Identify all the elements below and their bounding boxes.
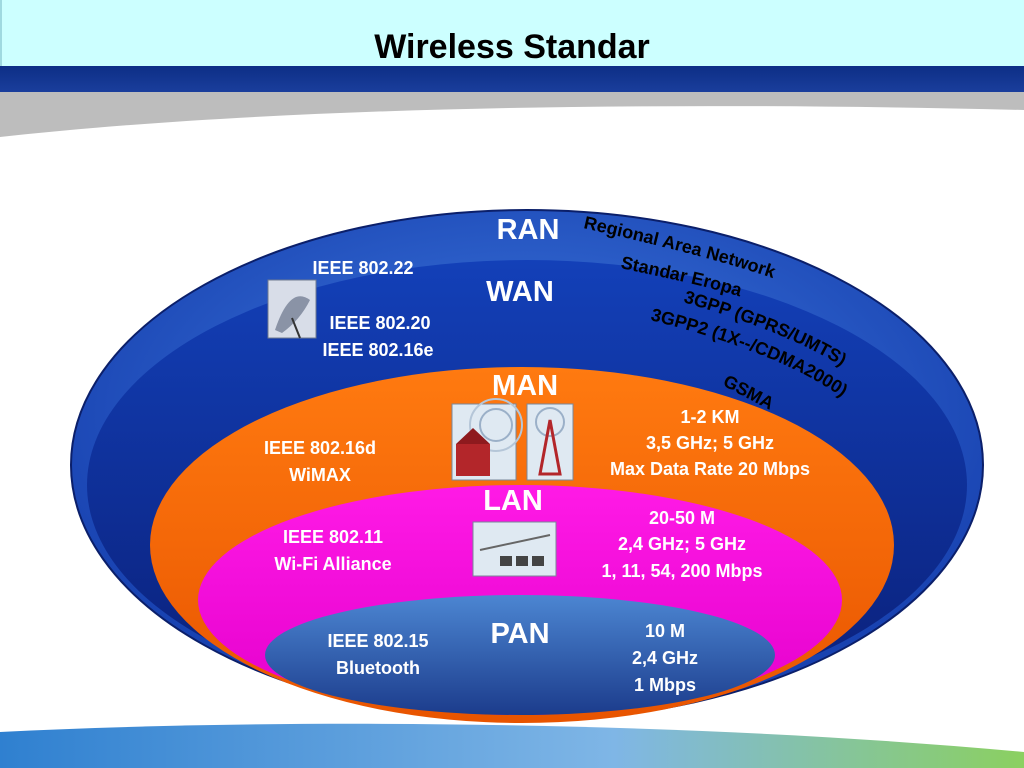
man-standard-2: WiMAX [289, 465, 351, 485]
lan-label: LAN [483, 485, 543, 517]
title-bar [0, 0, 1024, 68]
lan-standard-2: Wi-Fi Alliance [274, 554, 392, 574]
lan-spec-3: 1, 11, 54, 200 Mbps [601, 561, 763, 581]
building-tower-icon [451, 398, 523, 481]
wan-standard-1: IEEE 802.20 [329, 313, 431, 333]
lan-network-icon [472, 521, 557, 577]
ran-standard: IEEE 802.22 [312, 258, 414, 278]
lan-spec-1: 20-50 M [648, 508, 716, 528]
pan-spec-1: 10 M [644, 621, 686, 641]
man-label: MAN [491, 370, 559, 402]
header-band [0, 66, 1024, 92]
wan-standard-2: IEEE 802.16e [322, 340, 434, 360]
header-swoosh [0, 92, 1024, 137]
man-standard-1: IEEE 802.16d [263, 438, 377, 458]
man-spec-2: 3,5 GHz; 5 GHz [645, 433, 775, 453]
footer-band [0, 723, 1024, 768]
slide-title: Wireless Standar [374, 28, 650, 66]
man-spec-1: 1-2 KM [680, 407, 740, 427]
pan-label: PAN [490, 618, 550, 650]
pan-ring [265, 595, 775, 715]
lan-spec-2: 2,4 GHz; 5 GHz [617, 534, 747, 554]
pan-spec-3: 1 Mbps [633, 675, 696, 695]
ran-label: RAN [496, 214, 560, 246]
pan-standard-2: Bluetooth [336, 658, 420, 678]
pan-spec-2: 2,4 GHz [631, 648, 699, 668]
man-spec-3: Max Data Rate 20 Mbps [609, 459, 811, 479]
antenna-tower-icon [526, 403, 574, 481]
lan-standard-1: IEEE 802.11 [282, 527, 384, 547]
wan-label: WAN [486, 276, 554, 308]
satellite-dish-icon [267, 279, 317, 339]
pan-standard-1: IEEE 802.15 [327, 631, 429, 651]
